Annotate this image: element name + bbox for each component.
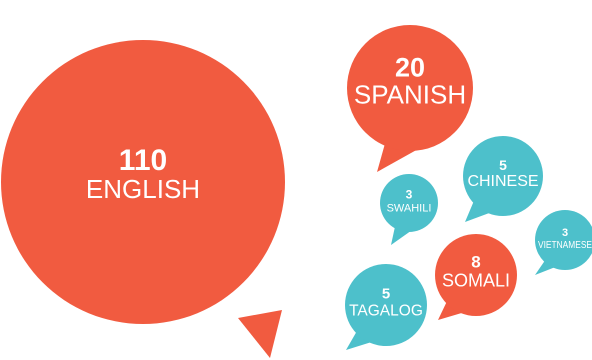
bubble-value-spanish: 20 [395, 53, 425, 83]
bubble-value-chinese: 5 [499, 157, 507, 173]
bubble-circle-vietnamese [535, 210, 592, 270]
bubble-value-vietnamese: 3 [562, 227, 568, 239]
bubble-label-vietnamese: VIETNAMESE [538, 240, 592, 251]
bubble-label-somali: SOMALI [442, 271, 510, 291]
bubble-value-somali: 8 [471, 253, 480, 272]
bubble-value-english: 110 [119, 144, 167, 177]
bubble-value-tagalog: 5 [382, 286, 390, 303]
bubble-label-english: ENGLISH [86, 174, 200, 204]
bubble-tail-chinese [465, 196, 492, 222]
bubble-tail-english [238, 310, 282, 358]
bubble-circle-tagalog [345, 264, 427, 346]
bubble-circle-english [1, 40, 285, 324]
bubble-circle-swahili [380, 174, 438, 232]
bubble-value-swahili: 3 [406, 188, 413, 202]
bubble-label-spanish: SPANISH [354, 80, 466, 110]
bubble-label-tagalog: TAGALOG [349, 303, 423, 320]
bubble-circle-spanish [347, 25, 473, 151]
bubble-circle-somali [435, 234, 517, 316]
bubble-label-chinese: CHINESE [467, 173, 538, 190]
bubble-circle-chinese [463, 136, 543, 216]
bubble-tail-somali [438, 297, 465, 320]
bubble-label-swahili: SWAHILI [387, 203, 432, 215]
